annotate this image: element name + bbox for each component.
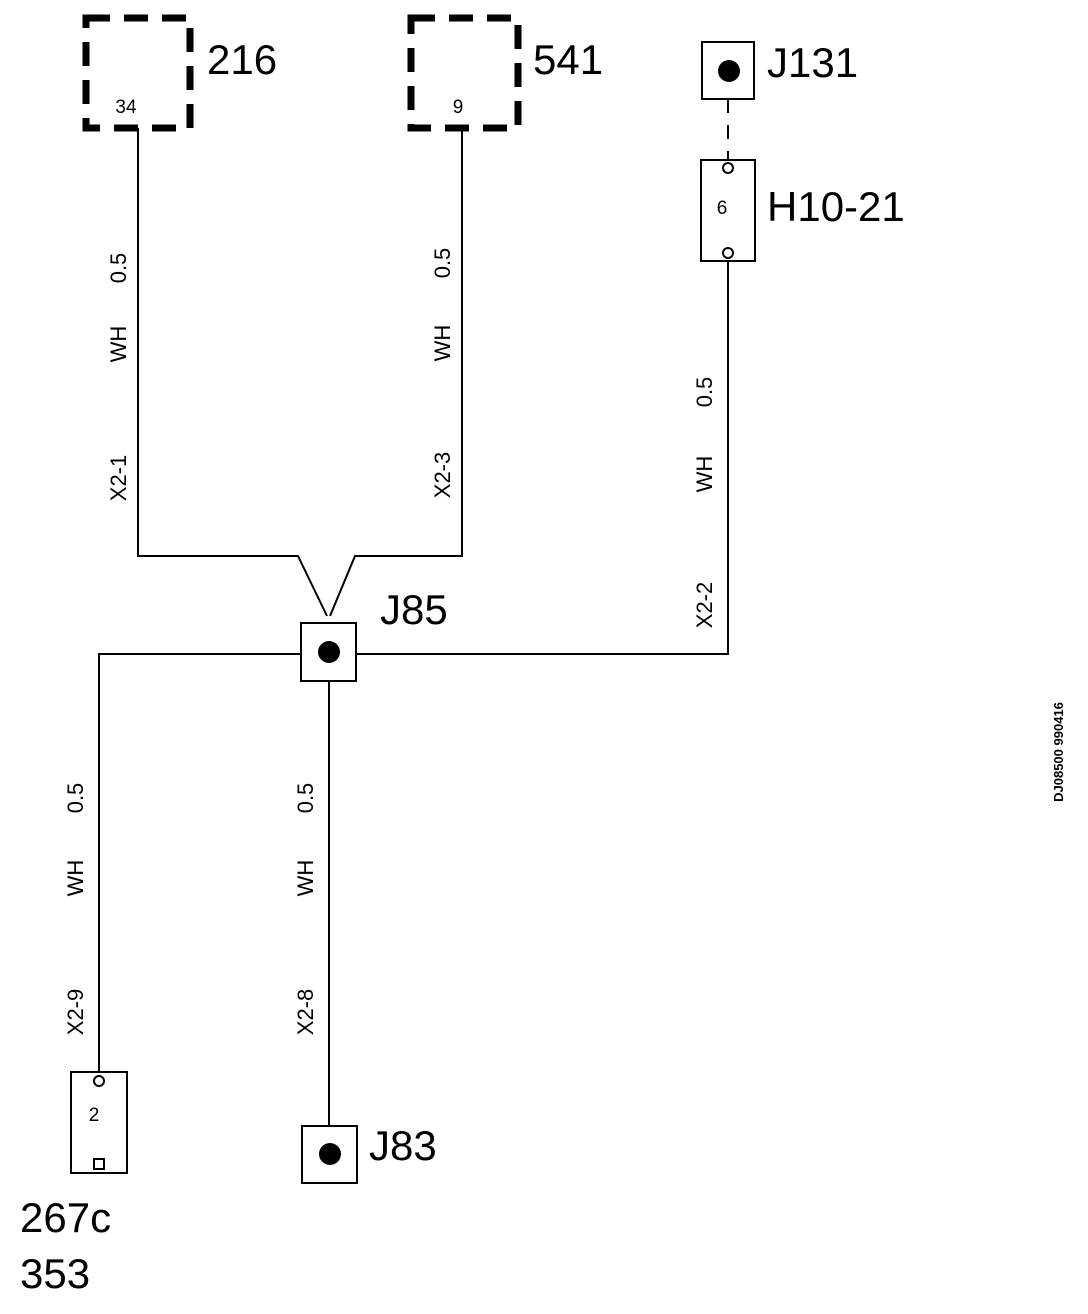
wires: [98, 128, 729, 1126]
component-541-label: 541: [533, 36, 603, 83]
component-216-box: [82, 14, 194, 132]
wire-x2-9-color: WH: [63, 860, 88, 897]
wire-x2-2-color: WH: [692, 456, 717, 493]
connector-267c-box: [70, 1071, 128, 1174]
splice-j131-dot: [718, 60, 740, 82]
wire-x2-9-gauge: 0.5: [63, 783, 88, 814]
wire-labels-x2-8: 0.5 WH X2-8: [293, 783, 318, 1036]
wire-x2-2: [356, 261, 729, 655]
component-541-box: [407, 14, 522, 132]
wire-x2-3-id: X2-3: [430, 452, 455, 498]
wire-x2-8-id: X2-8: [293, 989, 318, 1035]
connector-267c: 2 267c 353: [20, 1071, 128, 1297]
component-216-label: 216: [207, 36, 277, 83]
splice-j85: J85: [300, 586, 448, 682]
wire-labels-x2-2: 0.5 WH X2-2: [692, 377, 717, 629]
wire-x2-1-color: WH: [106, 326, 131, 363]
component-216-pin: 34: [115, 97, 137, 118]
splice-j131: J131: [701, 39, 858, 100]
connector-267c-label-2: 353: [20, 1250, 90, 1297]
wire-labels-x2-9: 0.5 WH X2-9: [63, 783, 88, 1036]
splice-j83-dot: [319, 1143, 341, 1165]
wire-labels-x2-3: 0.5 WH X2-3: [430, 248, 455, 499]
component-216: 216 34: [82, 14, 277, 132]
splice-j131-label: J131: [767, 39, 858, 86]
wire-x2-8-gauge: 0.5: [293, 783, 318, 814]
wire-x2-2-gauge: 0.5: [692, 377, 717, 408]
wire-x2-8-color: WH: [293, 860, 318, 897]
wire-x2-1-id: X2-1: [106, 455, 131, 501]
wire-x2-2-id: X2-2: [692, 582, 717, 628]
connector-h10-21-pin-top: [722, 162, 734, 174]
wire-x2-9-id: X2-9: [63, 989, 88, 1035]
drawing-code: DJ08500 990416: [1051, 702, 1066, 802]
connector-h10-21-pin-bottom: [722, 247, 734, 259]
wire-labels-x2-1: 0.5 WH X2-1: [106, 253, 131, 502]
wire-x2-3-gauge: 0.5: [430, 248, 455, 279]
wire-x2-9: [98, 653, 301, 1072]
connector-h10-21-label: H10-21: [767, 183, 905, 230]
connector-h10-21-box: [700, 159, 756, 262]
component-541-pin: 9: [453, 97, 464, 118]
splice-j85-label: J85: [380, 586, 448, 633]
wire-x2-3-color: WH: [430, 325, 455, 362]
splice-j83-label: J83: [369, 1122, 437, 1169]
connector-267c-label-1: 267c: [20, 1194, 111, 1241]
splice-j83: J83: [301, 1122, 437, 1184]
connector-267c-pin: 2: [89, 1105, 100, 1126]
component-541: 541 9: [407, 14, 603, 132]
splice-j85-dot: [318, 641, 340, 663]
wire-x2-3: [329, 128, 463, 617]
wire-x2-1: [137, 128, 328, 617]
connector-267c-pin-bottom: [93, 1158, 105, 1170]
connector-267c-pin-top: [93, 1075, 105, 1087]
wire-x2-1-gauge: 0.5: [106, 253, 131, 284]
connector-h10-21: 6 H10-21: [700, 159, 905, 262]
connector-h10-21-pin: 6: [717, 198, 728, 219]
